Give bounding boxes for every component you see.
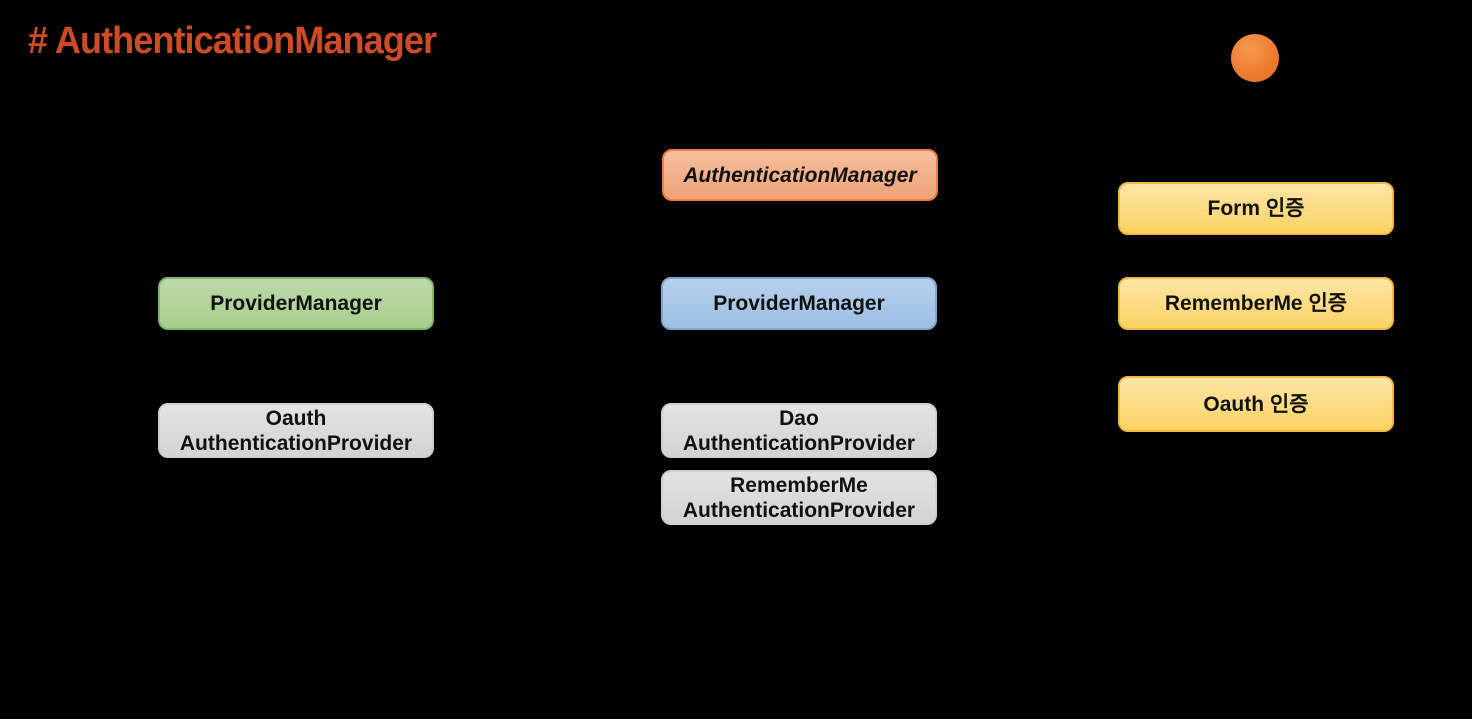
orange-dot-icon bbox=[1231, 34, 1279, 82]
box-label: ProviderManager bbox=[713, 292, 885, 315]
box-rememberme-auth: RememberMe 인증 bbox=[1118, 277, 1394, 330]
box-dao-authentication-provider: Dao AuthenticationProvider bbox=[661, 403, 937, 458]
page-title: # AuthenticationManager bbox=[28, 20, 437, 62]
box-label: ProviderManager bbox=[210, 292, 382, 315]
box-label: Dao AuthenticationProvider bbox=[682, 406, 916, 455]
box-label: Oauth 인증 bbox=[1203, 392, 1309, 416]
box-label: Form 인증 bbox=[1207, 197, 1305, 220]
box-label: Oauth AuthenticationProvider bbox=[179, 406, 413, 455]
box-authentication-manager: AuthenticationManager bbox=[662, 149, 938, 201]
box-oauth-authentication-provider: Oauth AuthenticationProvider bbox=[158, 403, 434, 458]
box-provider-manager-left: ProviderManager bbox=[158, 277, 434, 330]
box-rememberme-authentication-provider: RememberMe AuthenticationProvider bbox=[661, 470, 937, 525]
box-label: RememberMe AuthenticationProvider bbox=[682, 473, 916, 522]
box-provider-manager-center: ProviderManager bbox=[661, 277, 937, 330]
box-form-auth: Form 인증 bbox=[1118, 182, 1394, 235]
box-oauth-auth: Oauth 인증 bbox=[1118, 376, 1394, 432]
box-label: RememberMe 인증 bbox=[1164, 292, 1348, 315]
box-label: AuthenticationManager bbox=[683, 163, 917, 187]
